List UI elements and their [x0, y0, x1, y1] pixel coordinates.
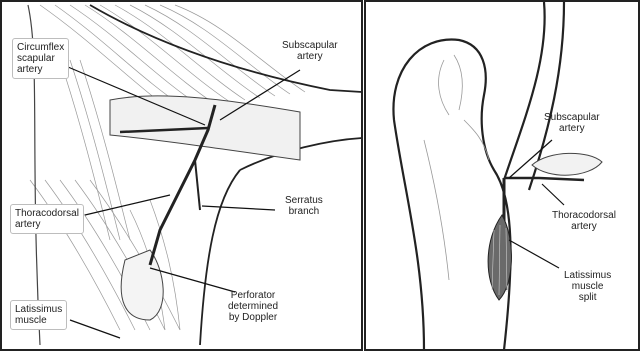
right-panel-torso: Subscapular artery Thoracodorsal artery …	[364, 0, 640, 351]
left-panel-anatomy: Circumflex scapular artery Subscapular a…	[0, 0, 364, 351]
label-perforator-doppler: Perforator determined by Doppler	[228, 290, 278, 323]
label-thoracodorsal-artery: Thoracodorsal artery	[10, 204, 84, 234]
label-subscapular-artery-right: Subscapular artery	[544, 112, 600, 134]
label-subscapular-artery: Subscapular artery	[282, 40, 338, 62]
label-latissimus-muscle: Latissimus muscle	[10, 300, 67, 330]
label-circumflex-scapular-artery: Circumflex scapular artery	[12, 38, 69, 79]
label-thoracodorsal-artery-right: Thoracodorsal artery	[552, 210, 616, 232]
label-latissimus-muscle-split: Latissimus muscle split	[564, 270, 611, 303]
label-serratus-branch: Serratus branch	[285, 195, 323, 217]
